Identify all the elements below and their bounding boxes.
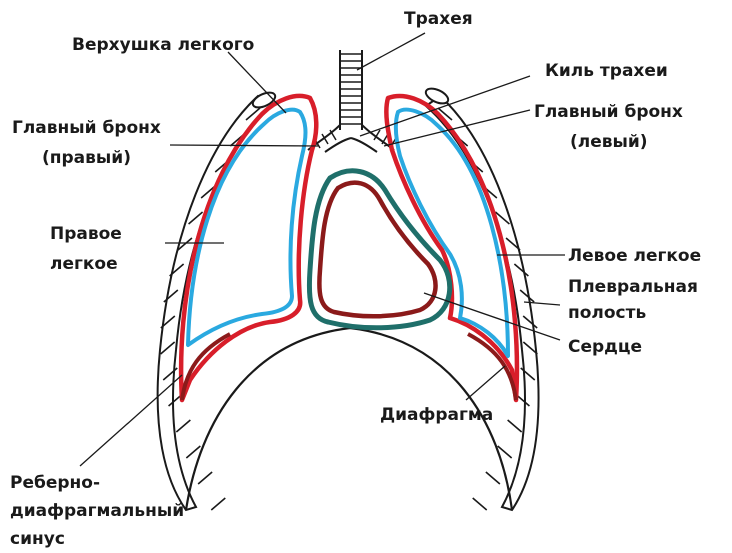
right-chest-wall xyxy=(158,96,272,510)
rib-hatch xyxy=(508,420,522,432)
rib-hatch xyxy=(211,498,225,510)
label-left-bronchus-line2: (левый) xyxy=(570,132,648,152)
leader-right-bronchus xyxy=(170,145,318,146)
label-apex: Верхушка легкого xyxy=(72,35,254,55)
label-right-lung-line2: легкое xyxy=(50,254,118,274)
leader-heart xyxy=(424,293,560,340)
label-sinus-line2: диафрагмальный xyxy=(10,501,184,521)
rib-hatch xyxy=(198,472,212,484)
label-sinus-line3: синус xyxy=(10,529,65,549)
label-heart: Сердце xyxy=(568,337,642,357)
label-trachea: Трахея xyxy=(404,9,473,29)
rib-hatch xyxy=(176,420,190,432)
label-right-bronchus-line1: Главный бронх xyxy=(12,118,161,138)
label-diaphragm: Диафрагма xyxy=(380,405,493,425)
rib-hatch xyxy=(486,472,500,484)
leader-trachea xyxy=(357,33,425,70)
rib-hatch xyxy=(473,498,487,510)
label-pleural-cavity-line2: полость xyxy=(568,303,646,323)
trachea-shape xyxy=(340,50,362,130)
leader-diaphragm xyxy=(466,366,505,400)
left-chest-wall xyxy=(426,96,539,510)
label-carina: Киль трахеи xyxy=(545,61,668,81)
label-sinus-line1: Реберно- xyxy=(10,473,100,493)
label-right-bronchus-line2: (правый) xyxy=(42,148,131,168)
bronchi-shape xyxy=(308,125,396,152)
label-pleural-cavity-line1: Плевральная xyxy=(568,277,698,297)
label-left-bronchus-line1: Главный бронх xyxy=(534,102,683,122)
label-right-lung-line1: Правое xyxy=(50,224,122,244)
labels: Трахея Верхушка легкого Киль трахеи Глав… xyxy=(10,9,701,549)
label-left-lung: Левое легкое xyxy=(568,246,701,266)
